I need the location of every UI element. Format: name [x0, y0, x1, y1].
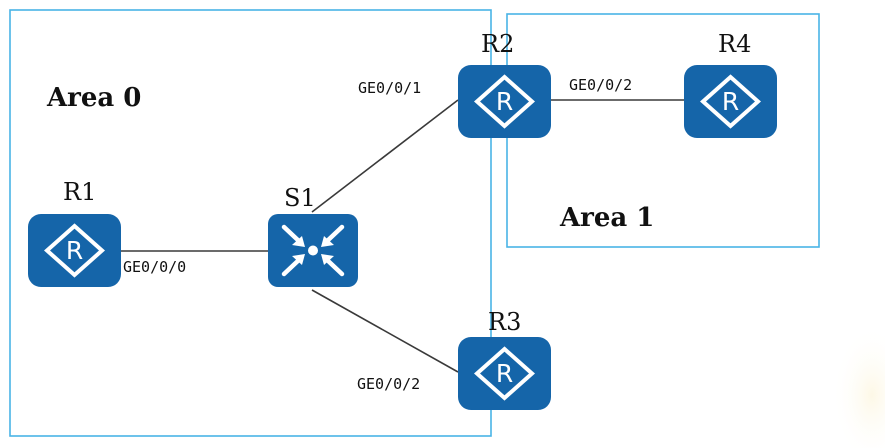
port-label-s1-r3: GE0/0/2: [357, 375, 420, 393]
area-0-label: Area 0: [46, 83, 141, 113]
router-r4-icon: R: [684, 65, 777, 138]
background-glow: [832, 325, 885, 448]
link-s1-r2: [311, 99, 459, 213]
area-0-box: [9, 9, 492, 437]
device-label-r1: R1: [63, 178, 96, 206]
svg-text:R: R: [496, 87, 513, 116]
device-label-r4: R4: [718, 30, 751, 58]
svg-text:R: R: [496, 359, 513, 388]
device-label-r2: R2: [481, 30, 514, 58]
device-label-r3: R3: [488, 308, 521, 336]
area-1-label: Area 1: [559, 203, 654, 233]
router-r2-icon: R: [458, 65, 551, 138]
link-s1-r3: [311, 289, 459, 373]
port-label-r2-r4: GE0/0/2: [569, 76, 632, 94]
switch-s1-icon: [268, 214, 358, 287]
router-r3-icon: R: [458, 337, 551, 410]
device-label-s1: S1: [284, 184, 316, 212]
router-r1-icon: R: [28, 214, 121, 287]
port-label-r1-s1: GE0/0/0: [123, 258, 186, 276]
svg-text:R: R: [722, 87, 739, 116]
svg-text:R: R: [66, 236, 83, 265]
port-label-s1-r2: GE0/0/1: [358, 79, 421, 97]
